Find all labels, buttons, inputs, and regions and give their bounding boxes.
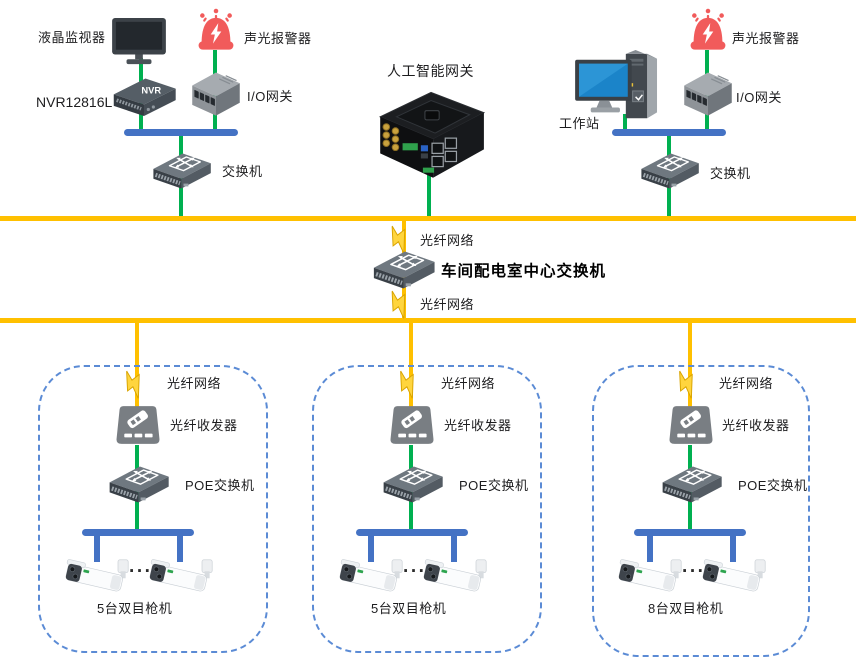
io-gateway-label-right: I/O网关 <box>736 90 782 105</box>
switch-icon-right <box>633 149 703 193</box>
nvr-badge-text: NVR <box>141 86 161 96</box>
fiber-transceiver-icon-2 <box>388 402 436 448</box>
poe-switch-icon-2 <box>375 462 447 507</box>
io-gateway-label-left: I/O网关 <box>247 89 293 104</box>
zone-1-camera-group-label: 5台双目枪机 <box>97 601 173 616</box>
zone-2-transceiver-label: 光纤收发器 <box>444 418 512 433</box>
lan-bus-left <box>124 129 238 136</box>
zone-boundary-2 <box>312 365 542 653</box>
central-switch-icon <box>365 247 439 293</box>
io-gateway-icon-right <box>681 68 735 118</box>
nvr-model-label: NVR12816L <box>36 94 113 110</box>
zone-2-fiber-label: 光纤网络 <box>441 376 496 391</box>
camera-drop-2b <box>451 536 457 562</box>
camera-bus-2 <box>356 529 468 536</box>
poe-switch-icon-3 <box>654 462 726 507</box>
zone-3-ellipsis: ··· <box>682 561 706 582</box>
workstation-icon <box>575 50 658 119</box>
camera-drop-1a <box>94 536 100 562</box>
zone-2-poe-label: POE交换机 <box>459 478 529 493</box>
zone-boundary-3 <box>592 365 810 657</box>
link-workstation-to-bus <box>623 114 627 132</box>
zone-1-transceiver-label: 光纤收发器 <box>170 418 238 433</box>
zone-3-fiber-label: 光纤网络 <box>719 376 774 391</box>
fiber-backbone-bottom <box>0 318 856 323</box>
camera-drop-1b <box>177 536 183 562</box>
lan-bus-right <box>612 129 726 136</box>
camera-icon-2b <box>420 554 490 600</box>
lcd-monitor-icon <box>112 18 166 65</box>
camera-drop-3a <box>647 536 653 562</box>
ai-gateway-label: 人工智能网关 <box>387 63 474 79</box>
switch-label-right: 交换机 <box>710 166 751 181</box>
zone-3-poe-label: POE交换机 <box>738 478 808 493</box>
camera-drop-2a <box>368 536 374 562</box>
camera-icon-3a <box>615 554 685 600</box>
zone-3-camera-group-label: 8台双目枪机 <box>648 601 724 616</box>
io-gateway-icon-left <box>189 68 243 118</box>
camera-icon-2a <box>336 554 406 600</box>
workstation-label: 工作站 <box>559 116 600 131</box>
link-ai-gateway-to-backbone <box>427 172 431 218</box>
camera-icon-1b <box>146 554 216 600</box>
alarm-label-right: 声光报警器 <box>732 31 800 46</box>
camera-drop-3b <box>730 536 736 562</box>
zone-3-transceiver-label: 光纤收发器 <box>722 418 790 433</box>
fiber-top-label: 光纤网络 <box>420 233 475 248</box>
poe-switch-icon-1 <box>101 462 173 507</box>
alarm-icon-left <box>193 8 239 58</box>
camera-icon-3b <box>699 554 769 600</box>
zone-2-camera-group-label: 5台双目枪机 <box>371 601 447 616</box>
switch-icon-left <box>145 149 215 193</box>
ai-gateway-icon <box>378 91 486 178</box>
zone-1-poe-label: POE交换机 <box>185 478 255 493</box>
camera-bus-3 <box>634 529 746 536</box>
fiber-bottom-label: 光纤网络 <box>420 297 475 312</box>
fiber-transceiver-icon-1 <box>114 402 162 448</box>
fiber-transceiver-icon-3 <box>667 402 715 448</box>
zone-boundary-1 <box>38 365 268 653</box>
switch-label-left: 交换机 <box>222 164 263 179</box>
zone-2-ellipsis: ··· <box>403 561 427 582</box>
alarm-icon-right <box>685 8 731 58</box>
nvr-device-icon: NVR <box>113 78 176 116</box>
zone-1-fiber-label: 光纤网络 <box>167 376 222 391</box>
central-switch-label: 车间配电室中心交换机 <box>441 263 607 280</box>
zone-1-ellipsis: ··· <box>129 561 153 582</box>
fiber-backbone-top <box>0 216 856 221</box>
camera-bus-1 <box>82 529 194 536</box>
camera-icon-1a <box>62 554 132 600</box>
monitor-label: 液晶监视器 <box>38 30 106 45</box>
alarm-label-left: 声光报警器 <box>244 31 312 46</box>
